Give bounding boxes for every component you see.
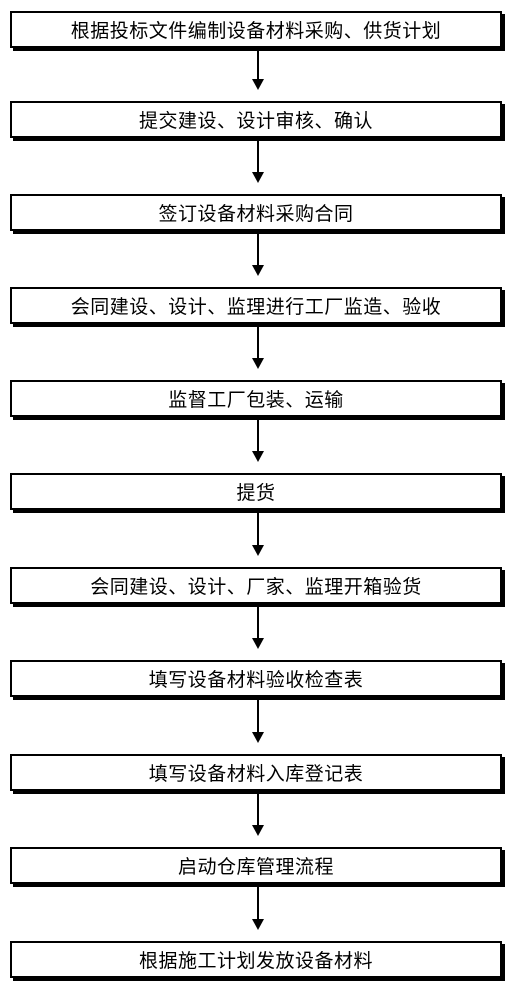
arrow-down-icon — [252, 419, 264, 462]
step-label-11: 根据施工计划发放设备材料 — [138, 950, 373, 972]
step-box-3: 签订设备材料采购合同 — [10, 194, 502, 231]
step-label-4: 会同建设、设计、监理进行工厂监造、验收 — [70, 296, 442, 318]
step-box-10: 启动仓库管理流程 — [10, 847, 502, 884]
step-box-11: 根据施工计划发放设备材料 — [10, 941, 502, 978]
arrow-down-icon — [252, 50, 264, 90]
step-box-9: 填写设备材料入库登记表 — [10, 754, 502, 791]
step-box-8: 填写设备材料验收检查表 — [10, 660, 502, 697]
arrow-down-icon — [252, 233, 264, 276]
step-label-6: 提货 — [236, 482, 276, 504]
step-box-2: 提交建设、设计审核、确认 — [10, 101, 502, 138]
arrow-down-icon — [252, 512, 264, 556]
arrow-down-icon — [252, 606, 264, 649]
step-label-7: 会同建设、设计、厂家、监理开箱验货 — [90, 576, 422, 598]
step-label-1: 根据投标文件编制设备材料采购、供货计划 — [70, 20, 442, 42]
step-box-5: 监督工厂包装、运输 — [10, 380, 502, 417]
arrow-down-icon — [252, 793, 264, 836]
step-label-10: 启动仓库管理流程 — [177, 856, 334, 878]
step-label-5: 监督工厂包装、运输 — [168, 389, 344, 411]
arrow-down-icon — [252, 699, 264, 743]
step-box-7: 会同建设、设计、厂家、监理开箱验货 — [10, 567, 502, 604]
step-box-4: 会同建设、设计、监理进行工厂监造、验收 — [10, 287, 502, 324]
step-label-3: 签订设备材料采购合同 — [158, 203, 354, 225]
step-label-9: 填写设备材料入库登记表 — [148, 763, 364, 785]
arrow-down-icon — [252, 326, 264, 369]
step-box-1: 根据投标文件编制设备材料采购、供货计划 — [10, 11, 502, 48]
arrow-down-icon — [252, 886, 264, 930]
step-box-6: 提货 — [10, 473, 502, 510]
arrow-down-icon — [252, 140, 264, 183]
step-label-8: 填写设备材料验收检查表 — [148, 669, 364, 691]
step-label-2: 提交建设、设计审核、确认 — [138, 110, 373, 132]
